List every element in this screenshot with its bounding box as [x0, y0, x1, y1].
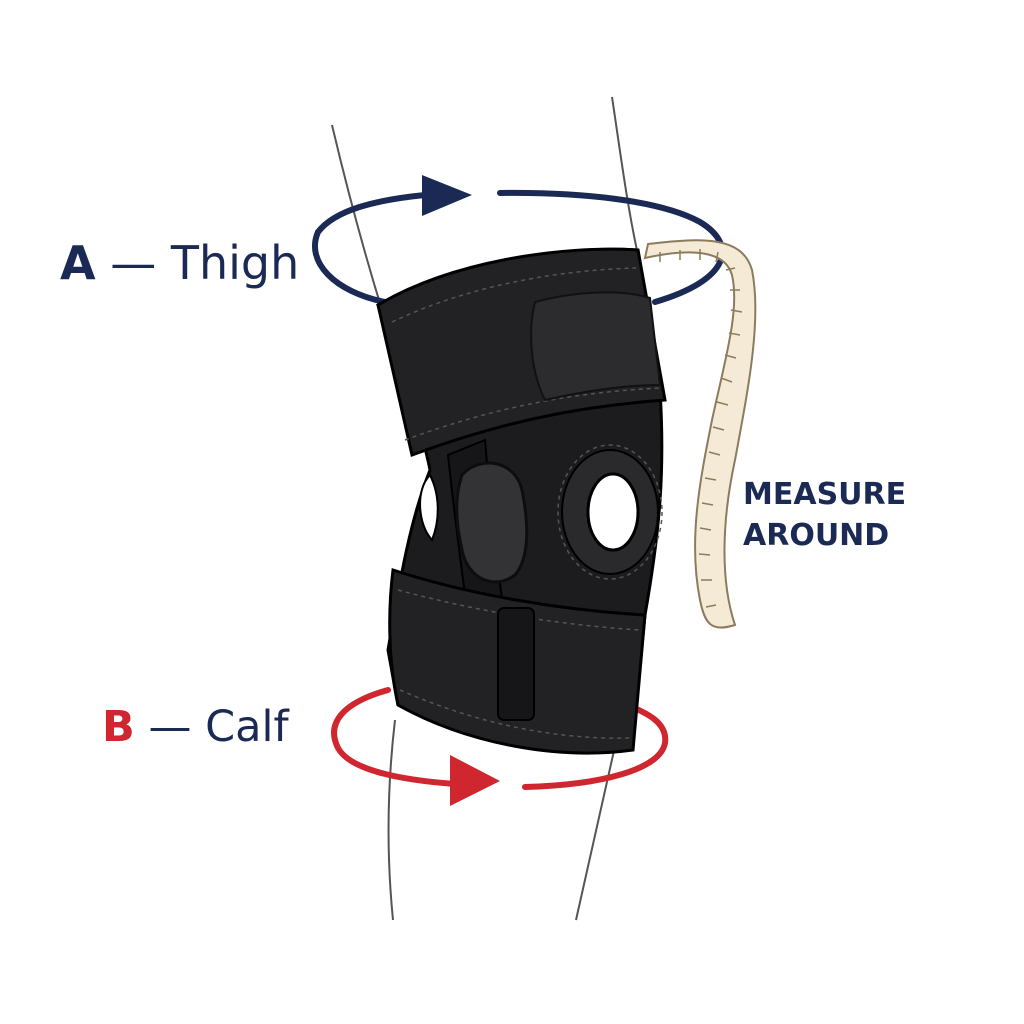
measure-line-2: AROUND — [743, 518, 890, 553]
thigh-letter: A — [60, 236, 96, 290]
velcro-tab-top — [530, 291, 662, 402]
calf-text: — Calf — [134, 702, 289, 752]
calf-arrow-icon — [331, 687, 669, 806]
knee-brace — [376, 247, 667, 755]
hinge-pad — [455, 461, 529, 584]
measure-line-1: MEASURE — [743, 477, 907, 512]
thigh-text: — Thigh — [95, 236, 300, 290]
thigh-label: A — Thigh — [60, 236, 299, 290]
measure-around-label: MEASURE AROUND — [743, 474, 906, 556]
patella-opening — [586, 472, 640, 552]
calf-label: B — Calf — [102, 702, 289, 752]
thigh-arrow-icon — [311, 175, 726, 305]
calf-letter: B — [102, 702, 135, 752]
measuring-tape-icon — [643, 239, 757, 629]
